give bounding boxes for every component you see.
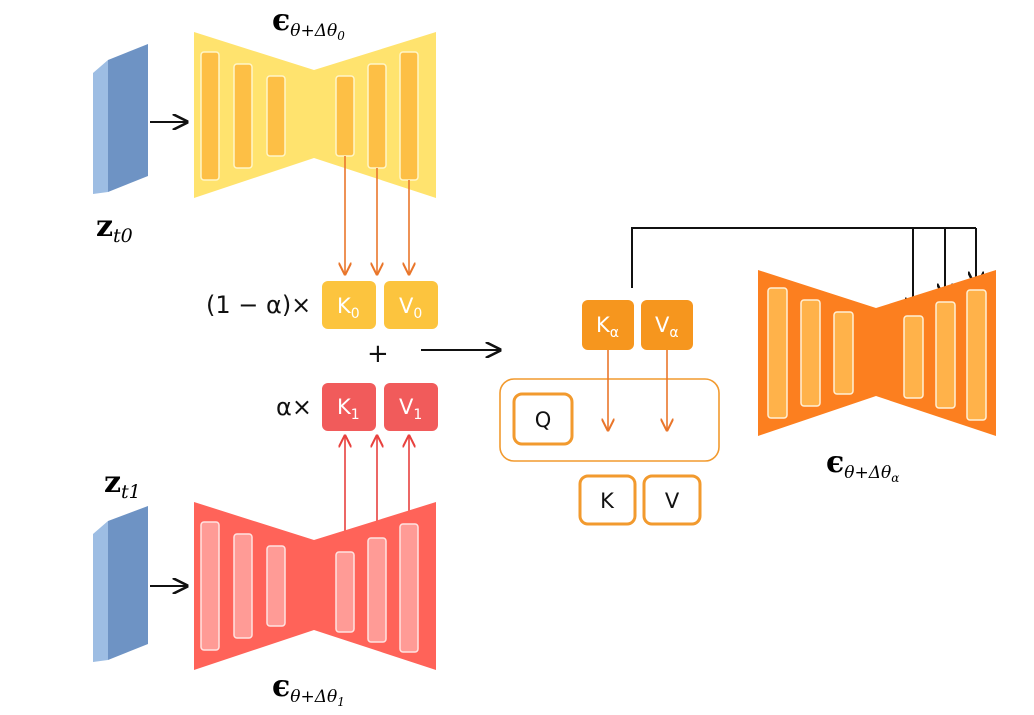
svg-text:V: V bbox=[665, 489, 680, 513]
v1-box: V1 bbox=[384, 383, 438, 431]
svg-text:K1: K1 bbox=[337, 395, 360, 423]
z-top-label: zt0 bbox=[96, 209, 133, 247]
unet-right-block bbox=[903, 315, 924, 399]
unet-top-block bbox=[335, 75, 355, 157]
svg-text:V0: V0 bbox=[399, 294, 422, 322]
coef-bottom-label: α× bbox=[276, 393, 312, 421]
v0-box: V0 bbox=[384, 281, 438, 329]
k-alpha-box: Kα bbox=[582, 300, 634, 350]
v-box: V bbox=[642, 474, 702, 526]
unet-right bbox=[758, 270, 996, 436]
unet-bottom-block bbox=[335, 551, 355, 633]
latent-bottom-face bbox=[93, 521, 108, 662]
unet-top-block bbox=[200, 51, 220, 181]
eps-right-label: ϵθ+Δθα bbox=[826, 445, 899, 485]
connector-to-unet-right bbox=[631, 227, 976, 288]
unet-bottom-block bbox=[200, 521, 220, 651]
z-bottom-label: zt1 bbox=[104, 465, 141, 503]
svg-text:Q: Q bbox=[535, 408, 552, 432]
unet-top-block bbox=[399, 51, 419, 181]
unet-right-block bbox=[935, 301, 956, 409]
k0-box: K0 bbox=[322, 281, 376, 329]
unet-bottom-block bbox=[367, 537, 387, 643]
eps-top-label: ϵθ+Δθ0 bbox=[272, 3, 345, 43]
latent-bottom bbox=[93, 506, 148, 662]
k1-box: K1 bbox=[322, 383, 376, 431]
svg-text:Vα: Vα bbox=[655, 313, 679, 341]
svg-text:K0: K0 bbox=[337, 294, 360, 322]
plus-sign: + bbox=[367, 339, 389, 369]
svg-text:K: K bbox=[600, 489, 615, 513]
eps-bottom-label: ϵθ+Δθ1 bbox=[272, 669, 345, 709]
svg-text:Kα: Kα bbox=[596, 313, 619, 341]
k-box: K bbox=[578, 474, 637, 526]
q-box: Q bbox=[512, 392, 574, 446]
attention-block bbox=[499, 378, 720, 462]
unet-top-block bbox=[233, 63, 253, 169]
unet-right-block bbox=[833, 311, 854, 395]
latent-bottom-side bbox=[108, 506, 148, 660]
unet-top bbox=[194, 32, 436, 198]
unet-bottom-block bbox=[233, 533, 253, 639]
unet-top-block bbox=[367, 63, 387, 169]
unet-bottom-block bbox=[399, 523, 419, 653]
unet-bottom-block bbox=[266, 545, 286, 627]
unet-right-block bbox=[800, 299, 821, 407]
unet-right-block bbox=[966, 289, 987, 421]
svg-text:V1: V1 bbox=[399, 395, 422, 423]
latent-top bbox=[93, 44, 148, 194]
unet-top-block bbox=[266, 75, 286, 157]
unet-right-body bbox=[758, 270, 996, 436]
unet-bottom bbox=[194, 502, 436, 670]
latent-top-face bbox=[93, 60, 108, 194]
latent-top-side bbox=[108, 44, 148, 192]
v-alpha-box: Vα bbox=[641, 300, 693, 350]
unet-right-block bbox=[767, 287, 788, 419]
coef-top-label: (1 − α)× bbox=[206, 291, 311, 319]
